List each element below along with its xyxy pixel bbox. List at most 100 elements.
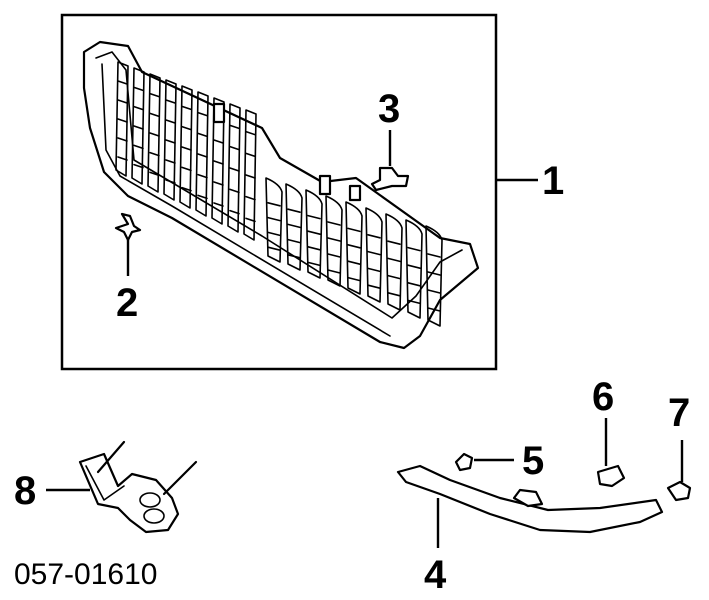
grille-slat xyxy=(367,234,381,239)
retainer-nut xyxy=(454,452,514,472)
grille-slat xyxy=(287,208,301,213)
grille-slat xyxy=(133,86,144,92)
grille-slat xyxy=(307,246,321,251)
grille-slat xyxy=(165,179,176,184)
grille-slat xyxy=(149,112,160,118)
callout-1: 1 xyxy=(542,159,564,203)
grille-slat xyxy=(387,257,401,263)
grille-slat xyxy=(347,227,361,233)
grille-slat xyxy=(407,299,421,305)
grille-slat xyxy=(181,105,192,111)
v8-emblem xyxy=(46,440,198,534)
grille-slat xyxy=(327,221,341,226)
grille-slat xyxy=(197,173,208,179)
grille-bar xyxy=(179,85,193,209)
grille-slat xyxy=(427,253,441,258)
grille-slat xyxy=(165,139,176,144)
grille-slat xyxy=(267,216,281,222)
callout-3: 3 xyxy=(378,87,400,131)
grille-slat xyxy=(427,289,441,294)
grille-slat xyxy=(407,281,421,287)
grille-slat xyxy=(327,237,341,242)
grille-slat xyxy=(407,264,421,270)
grille-slat xyxy=(213,139,224,144)
grille-slat xyxy=(117,99,128,104)
grille-slat xyxy=(229,209,240,215)
grille-slat xyxy=(267,246,281,251)
grille-assembly-frame xyxy=(60,13,498,371)
grille-bar xyxy=(243,109,257,241)
grille-slat xyxy=(165,99,176,104)
grille-slat xyxy=(213,181,224,186)
grille-slat xyxy=(133,144,144,150)
grille-bar xyxy=(147,73,161,193)
grille-slat xyxy=(181,186,192,192)
grille-bar xyxy=(163,79,177,201)
grille-bar xyxy=(131,67,145,185)
grille-slat xyxy=(245,217,256,223)
grille-slat xyxy=(117,156,128,161)
grille-slat xyxy=(387,240,401,245)
grille-slat xyxy=(229,145,240,151)
grille-slat xyxy=(149,171,160,177)
grille-slat xyxy=(367,284,381,290)
grille-slat xyxy=(387,274,401,280)
emblem-clip xyxy=(114,212,142,276)
push-fastener xyxy=(666,440,692,502)
grille-slat xyxy=(307,230,321,235)
grille-slat xyxy=(427,271,441,276)
callout-4: 4 xyxy=(424,553,447,597)
grille-slat xyxy=(149,151,160,157)
grille-bar xyxy=(115,61,129,177)
grille-slat xyxy=(197,132,208,138)
grille-slat xyxy=(181,146,192,151)
grille-slat xyxy=(117,118,128,123)
radiator-grille xyxy=(82,40,480,350)
grille-slat xyxy=(213,160,224,165)
callout-7: 7 xyxy=(668,391,690,435)
grille-slat xyxy=(245,174,256,179)
grille-slat xyxy=(287,238,301,244)
grille-slat xyxy=(367,250,381,256)
grille-slat xyxy=(267,231,281,237)
grille-slat xyxy=(229,167,240,172)
callout-8: 8 xyxy=(14,469,36,513)
grille-slat xyxy=(347,276,361,282)
grille-slat xyxy=(367,267,381,273)
grille-slat xyxy=(229,188,240,194)
grille-slat xyxy=(245,152,256,158)
grille-molding xyxy=(396,464,664,548)
grille-slat xyxy=(327,253,341,258)
grille-bar xyxy=(211,97,225,225)
grille-slat xyxy=(181,166,192,172)
grille-slat xyxy=(287,254,301,259)
grille-slat xyxy=(117,137,128,142)
grille-slat xyxy=(287,223,301,229)
grille-slat xyxy=(165,119,176,124)
grille-slat xyxy=(133,105,144,111)
grille-slat xyxy=(307,214,321,220)
grille-bar xyxy=(227,103,241,233)
grille-slat xyxy=(133,125,144,130)
grille-slat xyxy=(149,132,160,137)
grille-slat xyxy=(181,125,192,131)
grille-slat xyxy=(133,163,144,169)
grille-slat xyxy=(117,80,128,85)
grille-slat xyxy=(327,269,341,274)
grille-slat xyxy=(229,124,240,130)
grille-slat xyxy=(245,195,256,201)
callout-6: 6 xyxy=(592,375,614,419)
grille-slat xyxy=(267,202,281,207)
grille-slat xyxy=(307,261,321,267)
callout-5: 5 xyxy=(522,439,544,483)
mounting-bracket xyxy=(370,130,410,192)
grille-slat xyxy=(347,244,361,249)
callout-2: 2 xyxy=(116,281,138,325)
grille-slat xyxy=(197,153,208,158)
grille-slat xyxy=(407,246,421,252)
grille-slat xyxy=(213,202,224,207)
grille-slat xyxy=(197,111,208,117)
grille-slat xyxy=(347,260,361,266)
grille-slat xyxy=(197,194,208,200)
